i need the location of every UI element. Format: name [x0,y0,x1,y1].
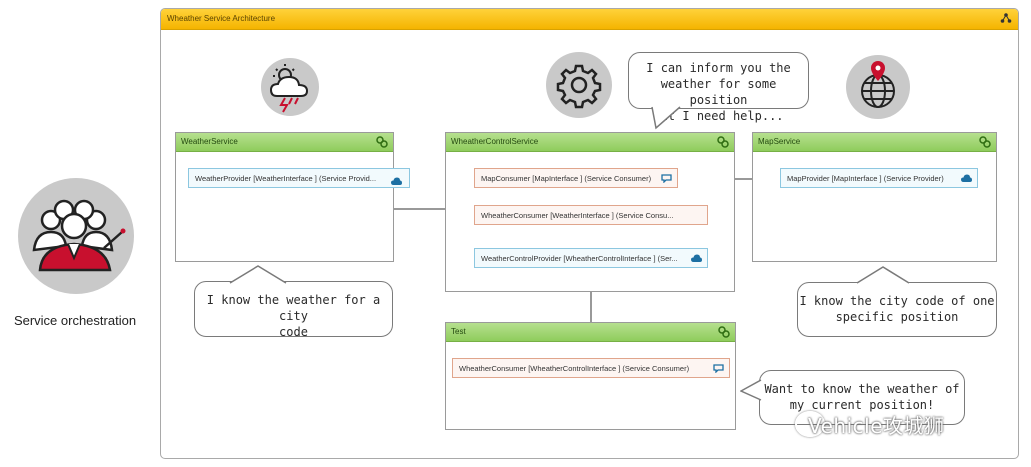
port-map-consumer[interactable]: MapConsumer [MapInterface ] (Service Con… [474,168,678,188]
orchestrator-label: Service orchestration [13,313,137,328]
bubble-test-tail [740,379,762,401]
group-presenter-icon [32,199,126,272]
component-icon [979,136,991,148]
frame-title: Wheather Service Architecture [167,14,276,23]
bubble-map-tail [856,266,910,284]
bubble-line: specific position [835,310,959,324]
watermark-text: Vehicle攻城狮 [808,414,945,438]
port-label: WheatherConsumer [WheatherControlInterfa… [459,364,690,373]
port-label: MapProvider [MapInterface ] (Service Pro… [787,174,944,183]
control-service-title: WheatherControlService [451,137,539,146]
speech-icon [661,174,672,183]
control-service-header: WheatherControlService [446,133,734,152]
weather-icon-circle [261,58,319,116]
bubble-weather: I know the weather for a city code [194,281,393,339]
port-label: WeatherControlProvider [WheatherControlI… [481,254,678,263]
map-service-header: MapService [753,133,996,152]
map-service-component[interactable]: MapService MapProvider [MapInterface ] (… [752,132,997,262]
storm-cloud-icon [269,64,309,113]
globe-pin-icon [861,61,895,108]
weather-service-title: WeatherService [181,137,238,146]
structure-icon[interactable] [1000,12,1012,24]
bubble-map: I know the city code of one specific pos… [797,282,997,337]
component-icon [376,136,388,148]
cloud-icon [691,254,702,262]
port-label: WeatherProvider [WeatherInterface ] (Ser… [195,174,377,183]
port-weather-provider[interactable]: WeatherProvider [WeatherInterface ] (Ser… [188,168,410,188]
cloud-icon [961,174,972,182]
bubble-control-tail [651,106,681,130]
watermark-logo [795,411,825,437]
bubble-control: I can inform you the weather for some po… [628,52,809,123]
control-service-component[interactable]: WheatherControlService MapConsumer [MapI… [445,132,735,292]
orchestrator-icon-circle [18,178,134,294]
bubble-weather-tail [229,265,287,284]
test-component[interactable]: Test WheatherConsumer [WheatherControlIn… [445,322,736,430]
bubble-line: Want to know the weather of [764,382,960,396]
map-icon-circle [846,55,910,119]
port-wheather-consumer[interactable]: WheatherConsumer [WeatherInterface ] (Se… [474,205,708,225]
bubble-line: I know the city code of one [799,294,995,308]
control-icon-circle [546,52,612,118]
test-title: Test [451,327,466,336]
test-header: Test [446,323,735,342]
port-weather-control-provider[interactable]: WeatherControlProvider [WheatherControlI… [474,248,708,268]
port-label: WheatherConsumer [WeatherInterface ] (Se… [481,211,674,220]
port-map-provider[interactable]: MapProvider [MapInterface ] (Service Pro… [780,168,978,188]
bubble-line: I know the weather for a city [206,293,381,323]
weather-service-header: WeatherService [176,133,393,152]
bubble-line: code [279,325,308,339]
bubble-test: Want to know the weather of my current p… [759,370,965,425]
bubble-line: my current position! [789,398,935,412]
frame-header: Wheather Service Architecture [161,9,1018,30]
component-icon [717,136,729,148]
map-service-title: MapService [758,137,801,146]
cloud-icon [391,173,402,185]
port-test-consumer[interactable]: WheatherConsumer [WheatherControlInterfa… [452,358,730,378]
weather-service-component[interactable]: WeatherService WeatherProvider [WeatherI… [175,132,410,262]
bubble-line: but I need help... [653,109,784,123]
speech-icon [713,364,724,373]
bubble-line: I can inform you the [646,61,791,75]
bubble-line: weather for some position [660,77,777,107]
gear-icon [556,64,602,109]
port-label: MapConsumer [MapInterface ] (Service Con… [481,174,652,183]
component-icon [718,326,730,338]
